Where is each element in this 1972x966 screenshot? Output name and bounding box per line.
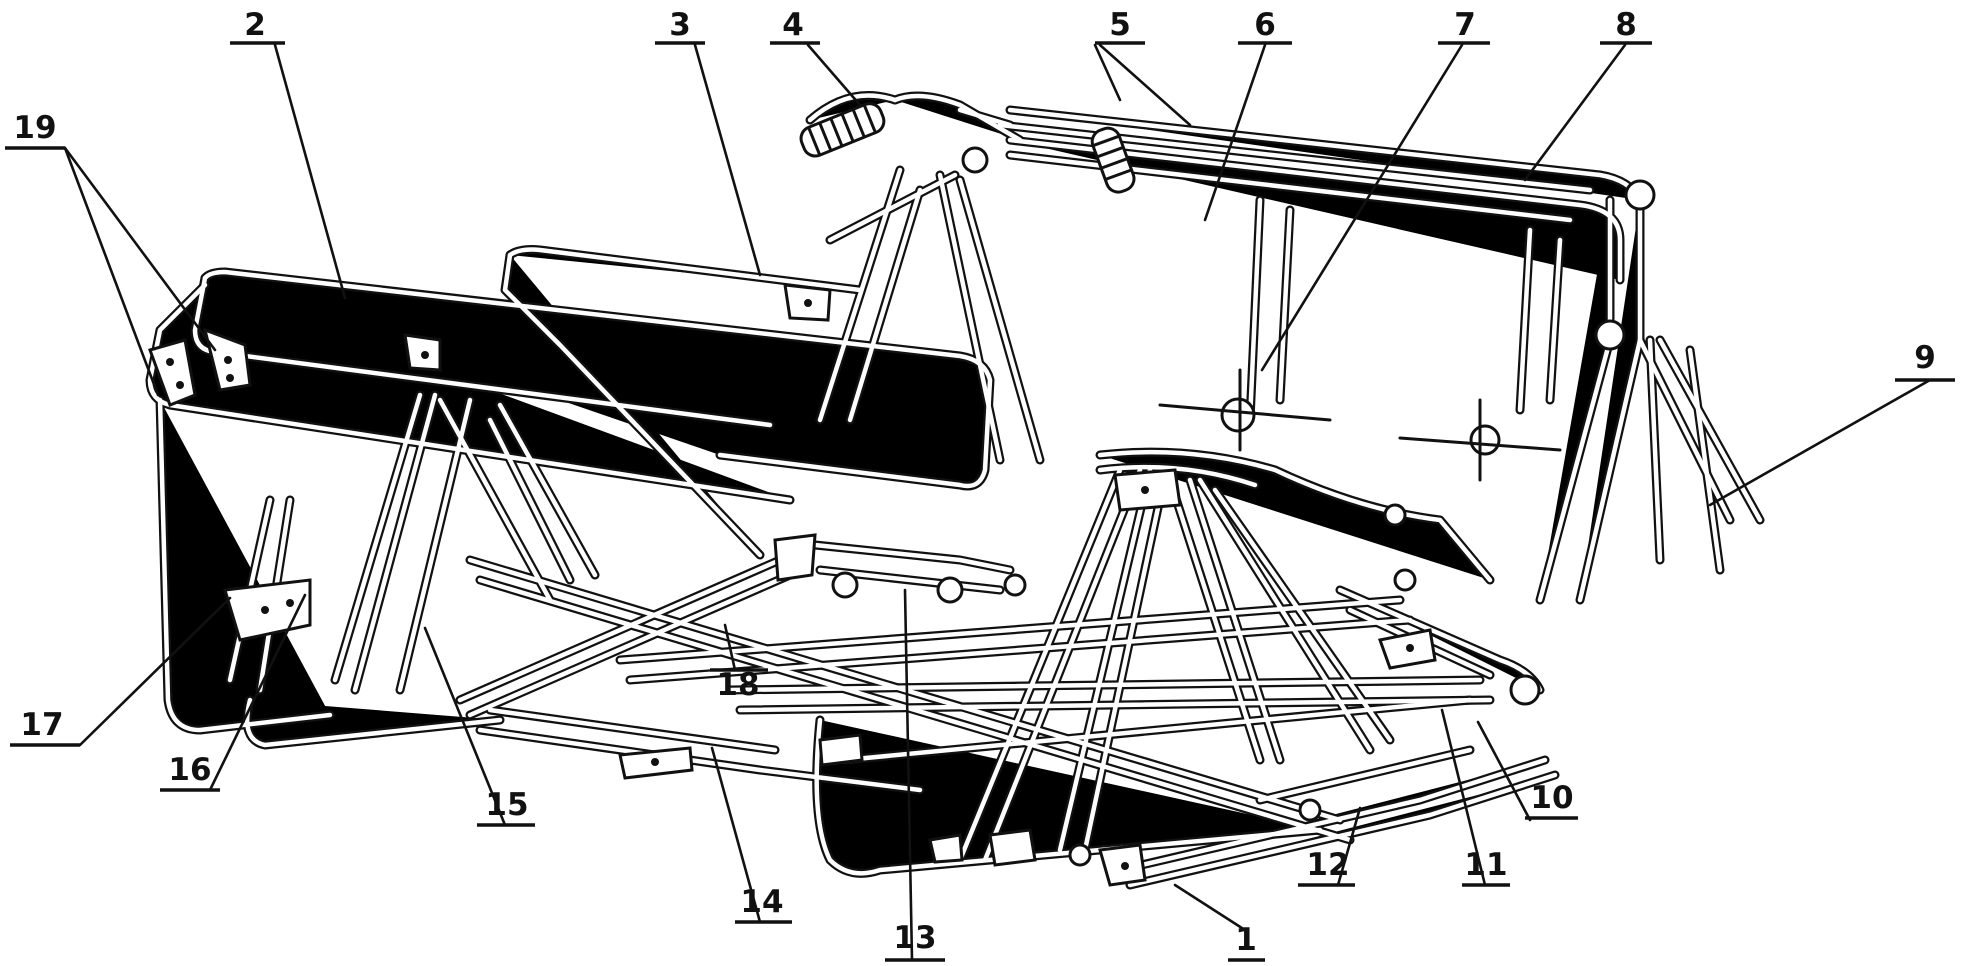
callout-label: 11 xyxy=(1464,847,1507,883)
callout-label: 5 xyxy=(1109,7,1131,43)
callout-label: 17 xyxy=(20,707,63,743)
callout-10: 10 xyxy=(1476,720,1578,822)
callout-label: 10 xyxy=(1530,780,1573,816)
callout-label: 3 xyxy=(669,7,691,43)
callout-1: 1 xyxy=(1173,883,1265,962)
callout-label: 18 xyxy=(716,667,759,703)
callout-label: 16 xyxy=(168,752,211,788)
callout-label: 19 xyxy=(13,110,56,146)
callout-label: 15 xyxy=(485,787,528,823)
callout-16: 16 xyxy=(160,593,307,792)
callout-18: 18 xyxy=(710,623,768,703)
callout-3: 3 xyxy=(655,7,762,277)
callout-label: 1 xyxy=(1235,922,1257,958)
callout-label: 4 xyxy=(782,7,804,43)
callout-2: 2 xyxy=(230,7,347,300)
callout-label: 14 xyxy=(740,884,783,920)
callout-label: 6 xyxy=(1254,7,1276,43)
callout-14: 14 xyxy=(710,746,792,924)
callout-label: 2 xyxy=(244,7,266,43)
callout-17: 17 xyxy=(10,596,232,747)
callout-13: 13 xyxy=(885,588,945,962)
callout-7: 7 xyxy=(1260,7,1490,372)
callout-4: 4 xyxy=(770,7,862,107)
frame-line-art xyxy=(150,96,1760,886)
callout-label: 9 xyxy=(1914,340,1936,376)
callout-5: 5 xyxy=(1093,7,1192,127)
callout-label: 7 xyxy=(1454,7,1476,43)
callout-label: 8 xyxy=(1615,7,1637,43)
callout-6: 6 xyxy=(1203,7,1292,222)
callout-8: 8 xyxy=(1523,7,1652,182)
callout-9: 9 xyxy=(1708,340,1955,507)
callout-11: 11 xyxy=(1440,708,1510,887)
callout-label: 12 xyxy=(1306,847,1349,883)
callout-19: 19 xyxy=(5,110,217,397)
callout-12: 12 xyxy=(1298,806,1362,887)
callout-15: 15 xyxy=(423,626,535,827)
callout-label: 13 xyxy=(893,920,936,956)
